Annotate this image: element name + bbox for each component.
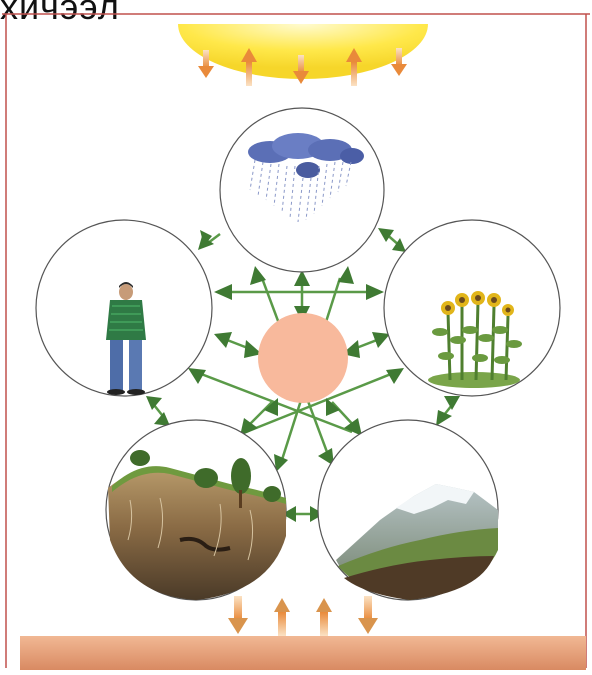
arrowhead bbox=[444, 396, 460, 410]
ground-bar bbox=[20, 636, 586, 670]
ground-arrow-up bbox=[274, 598, 290, 636]
sphere-human bbox=[36, 220, 212, 396]
arrowhead bbox=[366, 284, 384, 300]
ground-arrows bbox=[228, 596, 378, 636]
center-circle bbox=[258, 313, 348, 403]
arrowhead bbox=[344, 418, 362, 436]
ground-arrow-down bbox=[228, 596, 248, 634]
sphere-soil bbox=[106, 420, 286, 600]
arrowhead bbox=[146, 396, 162, 410]
sphere-vegetation bbox=[384, 220, 560, 396]
ground-arrow-down bbox=[358, 596, 378, 634]
arrowhead bbox=[338, 266, 354, 284]
ground-arrow-up bbox=[316, 598, 332, 636]
arrowhead bbox=[436, 410, 452, 426]
sphere-mountains bbox=[318, 420, 498, 600]
sphere-atmosphere bbox=[220, 108, 384, 272]
arrowhead bbox=[214, 284, 232, 300]
